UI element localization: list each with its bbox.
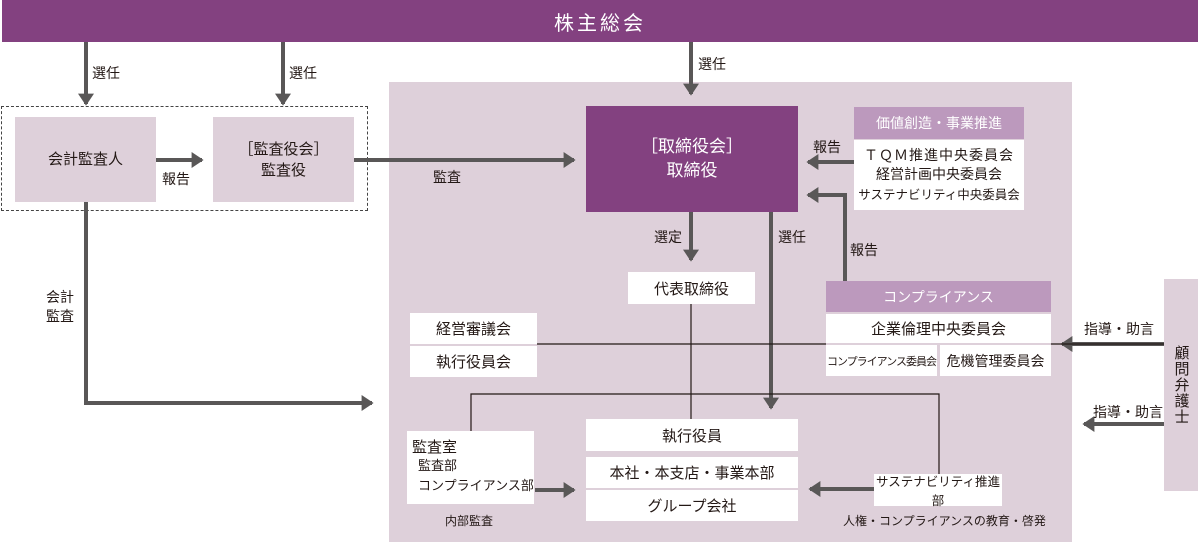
compliance-title: コンプライアンス [883, 289, 994, 306]
audit-department: 監査部 [418, 459, 458, 474]
audit-label: 監査 [433, 170, 461, 186]
crisis-committee-label: 危機管理委員会 [946, 353, 1045, 370]
audit-board-title: ［監査役会］ [238, 139, 329, 158]
accounting-audit-arrow [84, 202, 374, 411]
sustainability-dept-box: サステナビリティ推進部 [874, 474, 1002, 508]
report-label-3: 報告 [850, 243, 878, 259]
guidance-label-2: 指導・助言 [1093, 405, 1163, 421]
board-of-directors-box: ［取締役会］ 取締役 [586, 106, 798, 212]
tqm-committee: ＴＱＭ推進中央委員会 [864, 147, 1014, 164]
elect-label-2: 選任 [289, 66, 317, 82]
compliance-committee-box: コンプライアンス委員会 [826, 345, 937, 376]
board-title: ［取締役会］ [641, 137, 743, 157]
group-companies-label: グループ会社 [647, 497, 737, 515]
auditors-label: 監査役 [260, 160, 306, 179]
appoint-label: 選定 [654, 230, 682, 246]
compliance-header: コンプライアンス [826, 281, 1051, 312]
executive-officers-box: 執行役員 [586, 419, 798, 451]
elect-label-3: 選任 [698, 57, 726, 73]
audit-office-box: 監査室 監査部 コンプライアンス部 [407, 431, 534, 504]
accounting-audit-label-line2: 監査 [46, 309, 74, 325]
executive-board-label: 執行役員会 [435, 353, 511, 371]
ethics-committee-box: 企業倫理中央委員会 [826, 314, 1051, 343]
head-office-box: 本社・本支店・事業本部 [586, 457, 798, 488]
ethics-committee-label: 企業倫理中央委員会 [870, 320, 1006, 338]
value-creation-title: 価値創造・事業推進 [876, 116, 1002, 132]
internal-audit-caption: 内部監査 [445, 514, 494, 528]
audit-office-title: 監査室 [412, 438, 458, 456]
executive-board-box: 執行役員会 [410, 346, 537, 377]
elect-label-1: 選任 [92, 66, 120, 82]
shareholders-meeting-label: 株主総会 [554, 10, 646, 35]
management-council-box: 経営審議会 [410, 313, 537, 344]
management-council-label: 経営審議会 [435, 320, 511, 338]
management-plan-committee: 経営計画中央委員会 [876, 166, 1002, 183]
representative-director-box: 代表取締役 [628, 272, 755, 304]
guidance-label-1: 指導・助言 [1084, 322, 1154, 338]
accounting-audit-label: 会計 監査 [46, 289, 74, 327]
head-office-label: 本社・本支店・事業本部 [609, 464, 775, 482]
group-companies-box: グループ会社 [586, 490, 798, 521]
education-caption: 人権・コンプライアンスの教育・啓発 [843, 514, 1046, 528]
representative-director-label: 代表取締役 [653, 279, 729, 298]
legal-advisor-box: 顧問弁護士 [1164, 279, 1198, 491]
report-arrow-compliance [806, 187, 847, 281]
executive-officers-label: 執行役員 [661, 426, 722, 445]
report-label-2: 報告 [813, 140, 841, 156]
compliance-committee-label: コンプライアンス委員会 [826, 354, 937, 368]
directors-label: 取締役 [666, 161, 718, 181]
compliance-department: コンプライアンス部 [418, 479, 534, 494]
legal-advisor-label: 顧問弁護士 [1172, 345, 1191, 425]
accounting-auditor-box: 会計監査人 [15, 117, 156, 202]
sustainability-committee: サステナビリティ中央委員会 [858, 186, 1020, 202]
elect-label-4: 選任 [778, 230, 806, 246]
report-label-1: 報告 [162, 172, 190, 188]
accounting-auditor-label: 会計監査人 [47, 150, 123, 168]
shareholders-meeting-bar: 株主総会 [2, 0, 1198, 42]
org-bracket [470, 393, 940, 474]
audit-board-box: ［監査役会］ 監査役 [213, 117, 354, 202]
value-creation-header: 価値創造・事業推進 [854, 107, 1024, 139]
sustainability-dept-label: サステナビリティ推進部 [875, 474, 1000, 508]
accounting-audit-label-line1: 会計 [46, 290, 74, 306]
crisis-committee-box: 危機管理委員会 [940, 345, 1051, 376]
value-creation-committees: ＴＱＭ推進中央委員会 経営計画中央委員会 サステナビリティ中央委員会 [854, 140, 1024, 210]
